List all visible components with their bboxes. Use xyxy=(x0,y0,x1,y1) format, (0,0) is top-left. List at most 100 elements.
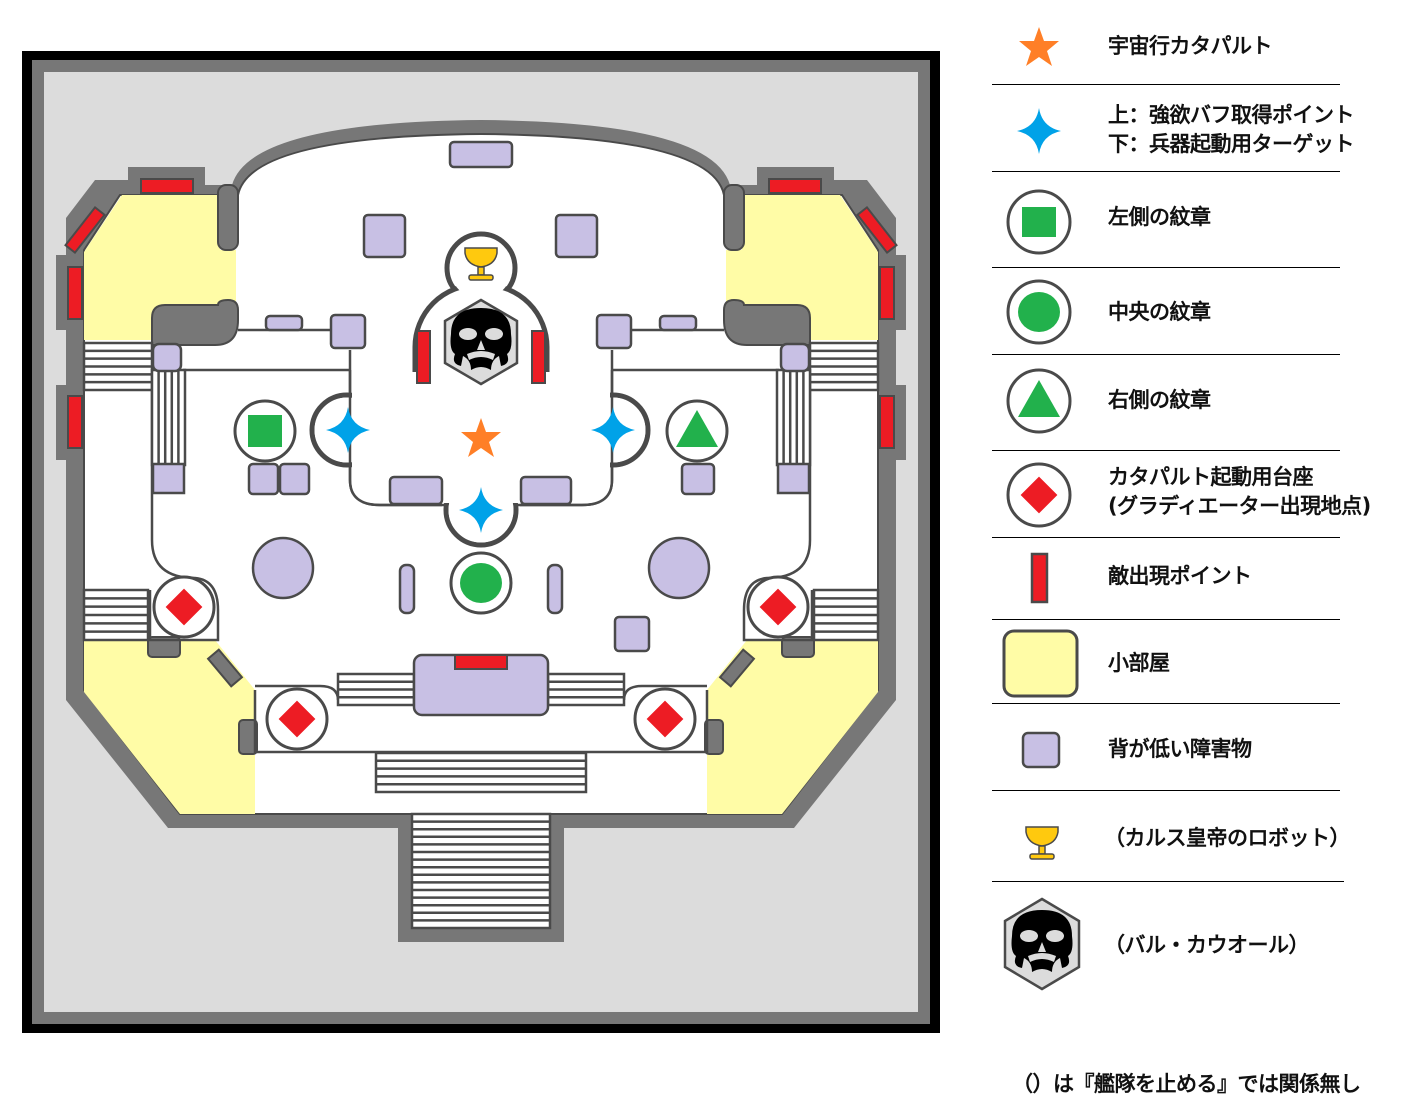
low-obstacle-round xyxy=(251,536,315,600)
enemy-spawn-point xyxy=(454,654,508,670)
staircase xyxy=(82,341,154,392)
catapult-plates xyxy=(152,575,810,751)
blue-four-point-star-icon xyxy=(1017,108,1061,154)
low-obstacle xyxy=(151,462,186,495)
small-room-bottom-left xyxy=(84,640,255,814)
skull-hexagon-icon xyxy=(443,298,519,386)
square-emblem-icon xyxy=(1006,189,1072,255)
map-inner-border xyxy=(32,60,930,1024)
legend-item-left-emblem: 左側の紋章 xyxy=(992,173,1340,268)
small-rooms xyxy=(84,195,878,814)
legend-item-obstacle: 背が低い障害物 xyxy=(992,705,1340,791)
footnote: （）は『艦隊を止める』では関係無し xyxy=(1012,1072,1361,1096)
legend-item-catapult: 宇宙行カタパルト xyxy=(992,18,1340,85)
low-obstacle xyxy=(151,342,183,373)
weapon-target-star-icon xyxy=(459,487,503,533)
legend-item-boss: （バル・カウオール） xyxy=(992,884,1340,1004)
staircase xyxy=(775,368,812,467)
staircase xyxy=(410,812,552,930)
wall-stubs xyxy=(147,184,815,755)
catapult-star-icon xyxy=(461,418,501,457)
skull-hexagon-icon xyxy=(1003,897,1081,991)
legend-label: 背が低い障害物 xyxy=(1108,737,1252,761)
golden-chalice-icon xyxy=(464,247,498,281)
enemy-spawn-point xyxy=(856,205,898,255)
low-obstacle xyxy=(264,314,304,332)
low-obstacle xyxy=(247,462,280,496)
legend-label: 下：兵器起動用ターゲット xyxy=(1108,132,1355,156)
red-bar-icon xyxy=(1030,552,1049,604)
legend-label: （カルス皇帝のロボット） xyxy=(1104,826,1351,850)
low-obstacle-pillar xyxy=(398,563,416,615)
catapult-plate xyxy=(746,575,810,639)
low-obstacle xyxy=(329,313,367,350)
legend-label: 中央の紋章 xyxy=(1108,300,1211,324)
low-obstacle xyxy=(776,462,811,495)
circle-emblem-icon xyxy=(1006,279,1072,345)
low-obstacle xyxy=(388,475,444,506)
low-obstacle xyxy=(554,213,599,259)
catapult-plate xyxy=(265,687,329,751)
legend-label: カタパルト起動用台座 xyxy=(1108,465,1314,489)
legend-item-right-emblem: 右側の紋章 xyxy=(992,356,1340,451)
small-room-top-left xyxy=(84,195,236,340)
enemy-spawn-point xyxy=(140,178,194,194)
legend-item-enemy-spawn: 敵出現ポイント xyxy=(992,539,1340,620)
low-obstacle xyxy=(448,140,514,169)
legend-item-catapult-plate: カタパルト起動用台座 (グラディエーター出現地点) xyxy=(992,452,1371,538)
enemy-spawn-point xyxy=(768,178,822,194)
low-obstacle xyxy=(278,462,311,496)
low-obstacle xyxy=(362,213,407,259)
enemy-spawn-points xyxy=(64,178,898,670)
staircase xyxy=(374,751,588,794)
golden-chalice-icon xyxy=(1025,826,1059,860)
legend-label: 左側の紋章 xyxy=(1108,205,1211,229)
enemy-spawn-point xyxy=(67,395,83,449)
buff-point-star-icon xyxy=(326,407,370,453)
legend-label: 敵出現ポイント xyxy=(1108,564,1252,588)
buff-point-star-icon xyxy=(591,407,635,453)
low-obstacles xyxy=(151,140,811,717)
center-emblem xyxy=(449,551,513,615)
small-room-bottom-right xyxy=(707,640,878,814)
catapult-plate xyxy=(633,687,697,751)
left-emblem xyxy=(233,399,297,463)
legend-label: 宇宙行カタパルト xyxy=(1108,34,1273,58)
enemy-spawn-point xyxy=(67,266,83,320)
staircase xyxy=(812,588,880,642)
yellow-room-icon xyxy=(1002,629,1079,698)
low-obstacle xyxy=(519,475,573,506)
low-obstacle-pillar xyxy=(546,563,564,615)
legend-label: （バル・カウオール） xyxy=(1104,933,1310,957)
low-obstacle xyxy=(595,313,633,350)
enemy-spawn-point xyxy=(879,395,895,449)
staircase xyxy=(546,672,626,707)
legend-label: 小部屋 xyxy=(1108,651,1170,675)
low-obstacle xyxy=(680,462,716,496)
enemy-spawn-point xyxy=(416,330,431,384)
legend-label: (グラディエーター出現地点) xyxy=(1108,494,1371,518)
staircase xyxy=(82,588,150,642)
staircase xyxy=(336,672,416,707)
low-obstacle-round xyxy=(647,536,711,600)
purple-obstacle-icon xyxy=(1021,731,1061,769)
legend-label: 上：強欲バフ取得ポイント xyxy=(1108,103,1355,127)
legend-label: 右側の紋章 xyxy=(1108,388,1211,412)
staircase xyxy=(808,341,880,392)
legend-item-blue-star: 上：強欲バフ取得ポイント 下：兵器起動用ターゲット xyxy=(992,86,1355,172)
orange-star-icon xyxy=(1019,27,1059,66)
triangle-emblem-icon xyxy=(1006,368,1072,434)
low-obstacle xyxy=(613,615,651,653)
red-diamond-plate-icon xyxy=(1006,462,1072,528)
legend-item-robot: （カルス皇帝のロボット） xyxy=(992,792,1351,882)
enemy-spawn-point xyxy=(879,266,895,320)
low-obstacle xyxy=(658,314,698,332)
catapult-plate xyxy=(152,575,216,639)
low-obstacle xyxy=(779,342,811,373)
stairs xyxy=(82,341,880,930)
legend-item-center-emblem: 中央の紋章 xyxy=(992,269,1340,355)
raid-arena-map xyxy=(22,51,940,1033)
small-room-top-right xyxy=(726,195,878,340)
right-emblem xyxy=(665,399,729,463)
legend-item-small-room: 小部屋 xyxy=(992,621,1340,704)
